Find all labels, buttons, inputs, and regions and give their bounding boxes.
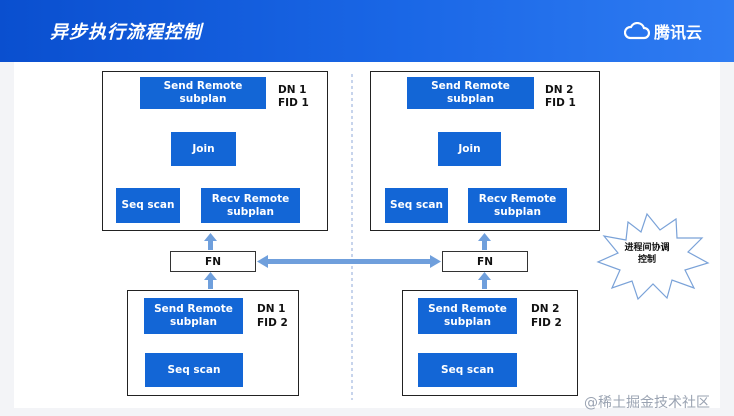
node-fn: FN bbox=[170, 251, 256, 272]
node-recv-remote-subplan: Recv Remote subplan bbox=[201, 188, 300, 223]
callout-label: 进程间协调控制 bbox=[624, 243, 670, 265]
node-send-remote-subplan: Send Remote subplan bbox=[407, 77, 534, 109]
blue-arrow-left-up-2 bbox=[204, 272, 217, 289]
callout-starburst bbox=[596, 212, 710, 301]
node-seq-scan: Seq scan bbox=[385, 188, 448, 223]
cloud-icon bbox=[624, 22, 650, 40]
label-fid: FID 1 bbox=[545, 97, 576, 109]
label-fid: FID 2 bbox=[531, 317, 562, 329]
watermark: @稀土掘金技术社区 bbox=[584, 395, 710, 411]
label-dn: DN 1 bbox=[257, 303, 286, 315]
blue-arrow-left-up-1 bbox=[204, 233, 217, 250]
node-fn: FN bbox=[442, 251, 528, 272]
label-dn: DN 2 bbox=[531, 303, 560, 315]
node-seq-scan: Seq scan bbox=[145, 353, 243, 387]
header-bar: 异步执行流程控制 腾讯云 bbox=[0, 0, 734, 62]
brand-logo: 腾讯云 bbox=[624, 19, 702, 43]
fn-double-arrow bbox=[257, 255, 441, 268]
label-fid: FID 2 bbox=[257, 317, 288, 329]
node-join: Join bbox=[171, 132, 236, 166]
page-title: 异步执行流程控制 bbox=[50, 22, 202, 43]
blue-arrow-right-up-2 bbox=[478, 272, 491, 289]
label-dn: DN 1 bbox=[278, 84, 307, 96]
node-recv-remote-subplan: Recv Remote subplan bbox=[468, 188, 567, 223]
brand-name: 腾讯云 bbox=[654, 23, 703, 42]
label-dn: DN 2 bbox=[545, 84, 574, 96]
node-join: Join bbox=[438, 132, 501, 166]
node-send-remote-subplan: Send Remote subplan bbox=[144, 298, 243, 334]
blue-arrow-right-up-1 bbox=[478, 233, 491, 250]
node-seq-scan: Seq scan bbox=[418, 353, 517, 387]
node-send-remote-subplan: Send Remote subplan bbox=[418, 298, 517, 334]
node-send-remote-subplan: Send Remote subplan bbox=[140, 77, 266, 109]
label-fid: FID 1 bbox=[278, 97, 309, 109]
node-seq-scan: Seq scan bbox=[116, 188, 180, 223]
